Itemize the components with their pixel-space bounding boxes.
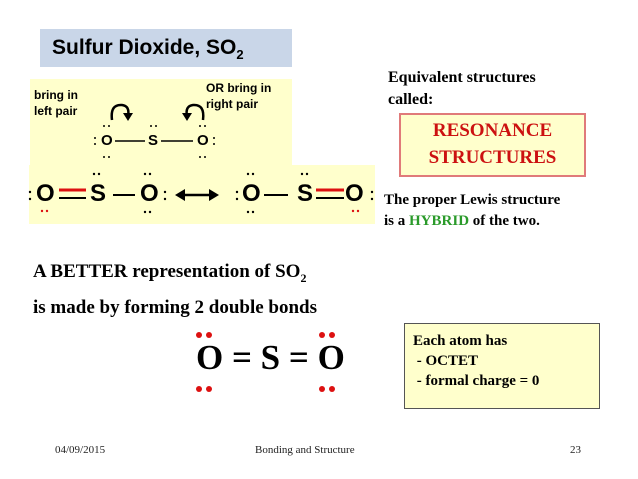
resonance-line2: STRUCTURES: [428, 147, 557, 168]
footer-page-number: 23: [570, 444, 581, 456]
better-line2: is made by forming 2 double bonds: [33, 296, 318, 318]
left-note-line2: left pair: [34, 104, 78, 118]
left-curved-arrow-icon: [110, 103, 133, 121]
lower-sulfur-a: S: [90, 180, 107, 207]
octet-info-box: [404, 323, 600, 409]
lower-right-structure-bonds: [235, 172, 374, 214]
better-line1-text: A BETTER representation of SO: [33, 261, 301, 282]
resonance-line1: RESONANCE: [432, 120, 553, 141]
right-pair-note: OR bring in right pair: [206, 80, 271, 112]
lower-sulfur-b: S: [297, 180, 314, 207]
equivalent-line2: called:: [388, 91, 434, 108]
slide-title: Sulfur Dioxide, SO2: [52, 36, 244, 62]
better-line1: A BETTER representation of SO2: [33, 257, 317, 293]
hybrid-line2: is a HYBRID of the two.: [384, 211, 560, 232]
hybrid-line1: The proper Lewis structure: [384, 192, 561, 208]
upper-right-oxygen: O: [197, 132, 209, 149]
octet-info-text: Each atom has - OCTET - formal charge = …: [413, 331, 539, 391]
footer-date: 04/09/2015: [55, 444, 106, 456]
resonance-arrow-icon: [175, 189, 219, 201]
right-note-line2: right pair: [206, 97, 259, 111]
title-box: [40, 29, 292, 67]
resonance-box: [399, 113, 586, 177]
right-note-line1: OR bring in: [206, 81, 272, 95]
left-note-line1: bring in: [34, 88, 78, 102]
upper-sulfur: S: [148, 132, 159, 149]
equivalent-structures-caption: Equivalent structures called:: [388, 67, 536, 111]
hybrid-highlight: HYBRID: [409, 213, 470, 229]
upper-structure-panel: [30, 79, 292, 169]
octet-line3: - formal charge = 0: [413, 373, 540, 389]
upper-left-oxygen: O: [101, 132, 113, 149]
lower-right-oxygen-a: O: [140, 180, 159, 207]
better-representation-text: A BETTER representation of SO2 is made b…: [33, 257, 317, 323]
title-subscript: 2: [236, 47, 244, 63]
upper-structure-bonds: [94, 125, 215, 158]
equivalent-line1: Equivalent structures: [388, 69, 536, 86]
lower-right-oxygen-b: O: [345, 180, 364, 207]
hybrid-statement: The proper Lewis structure is a HYBRID o…: [384, 190, 560, 232]
octet-line1: Each atom has: [413, 333, 508, 349]
lower-left-structure-bonds: [28, 172, 167, 214]
hybrid-pre: is a: [384, 213, 410, 229]
left-pair-note: bring in left pair: [34, 87, 78, 119]
title-main: Sulfur Dioxide, SO: [52, 36, 237, 59]
better-line1-subscript: 2: [300, 270, 307, 285]
footer-title: Bonding and Structure: [255, 444, 355, 456]
formula-lone-pairs: [196, 332, 335, 392]
octet-line2: - OCTET: [413, 353, 479, 369]
hybrid-post: of the two.: [469, 213, 540, 229]
right-curved-arrow-icon: [182, 103, 205, 121]
lower-left-oxygen-b: O: [242, 180, 261, 207]
lower-left-oxygen-a: O: [36, 180, 55, 207]
resonance-label: RESONANCE STRUCTURES: [399, 117, 586, 171]
double-bond-formula: O = S = O: [196, 338, 345, 377]
